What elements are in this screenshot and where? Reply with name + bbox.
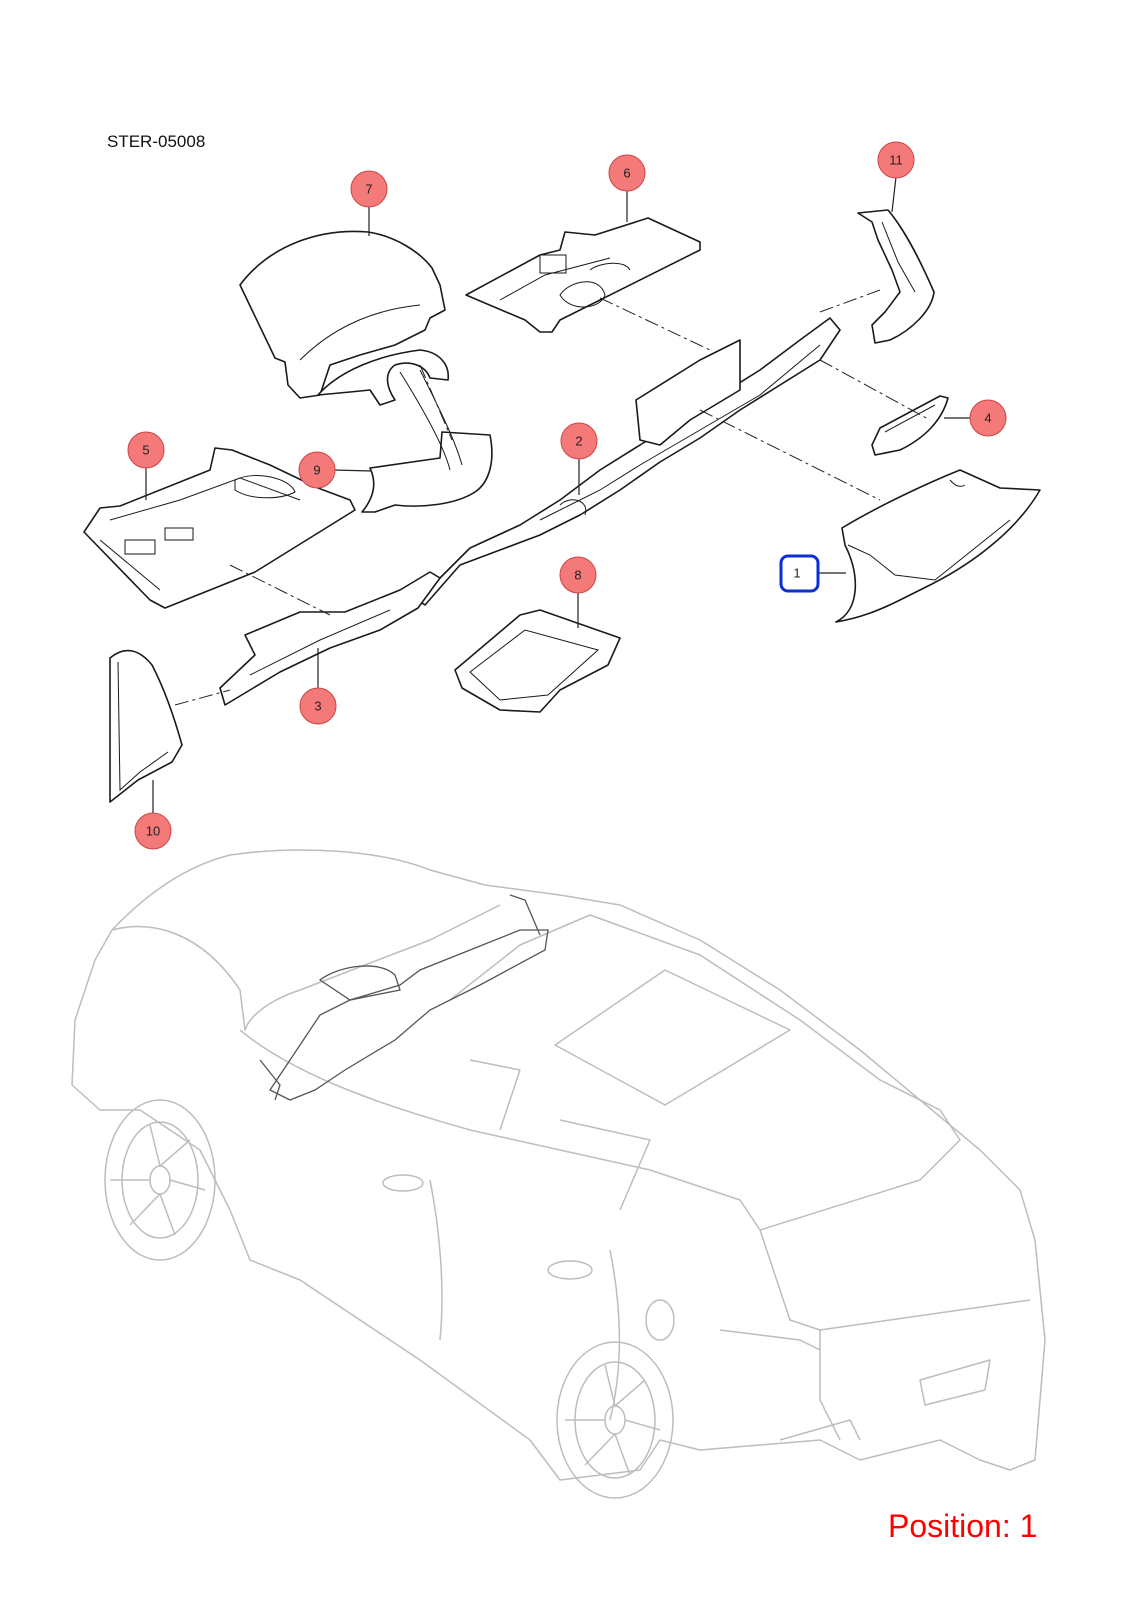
callout-5-label: 5: [142, 443, 149, 458]
callout-4[interactable]: 4: [969, 399, 1007, 437]
callout-6-label: 6: [623, 166, 630, 181]
position-indicator: Position: 1: [888, 1508, 1038, 1544]
callouts: 7 6 11 5 2 9 4 8: [127, 141, 1007, 850]
callout-7[interactable]: 7: [350, 170, 388, 208]
callout-8-label: 8: [574, 568, 581, 583]
part-10-end-panel[interactable]: [109, 649, 183, 803]
part-7-cluster-hood[interactable]: [239, 230, 449, 406]
part-6-upper-panel[interactable]: [465, 217, 701, 333]
callout-3[interactable]: 3: [299, 687, 337, 725]
callout-1-selected[interactable]: 1: [779, 554, 820, 593]
part-11-side-trim[interactable]: [857, 209, 935, 344]
callout-1-label: 1: [793, 566, 800, 581]
callout-10[interactable]: 10: [134, 812, 172, 850]
part-3-lower-rail[interactable]: [219, 571, 441, 706]
callout-2[interactable]: 2: [560, 422, 598, 460]
callout-2-label: 2: [575, 434, 582, 449]
callout-6[interactable]: 6: [608, 154, 646, 192]
callout-9-label: 9: [313, 463, 320, 478]
part-5-lower-panel[interactable]: [83, 447, 356, 609]
callout-3-label: 3: [314, 699, 321, 714]
callout-10-label: 10: [146, 824, 160, 839]
part-9-column-shroud[interactable]: [361, 369, 493, 513]
part-1-glove-box[interactable]: [835, 469, 1041, 623]
callout-7-label: 7: [365, 182, 372, 197]
callout-11-label: 11: [889, 153, 903, 168]
part-8-center-frame[interactable]: [454, 609, 621, 713]
callout-9[interactable]: 9: [298, 451, 336, 489]
callout-5[interactable]: 5: [127, 431, 165, 469]
assembly-lines: [174, 289, 931, 706]
callout-8[interactable]: 8: [559, 556, 597, 594]
callout-4-label: 4: [984, 411, 991, 426]
diagram-code: STER-05008: [107, 132, 206, 151]
callout-11[interactable]: 11: [877, 141, 915, 179]
vehicle-outline: [71, 849, 1046, 1499]
part-4-trim-strip[interactable]: [871, 395, 949, 456]
part-2-cross-beam[interactable]: [417, 317, 841, 606]
